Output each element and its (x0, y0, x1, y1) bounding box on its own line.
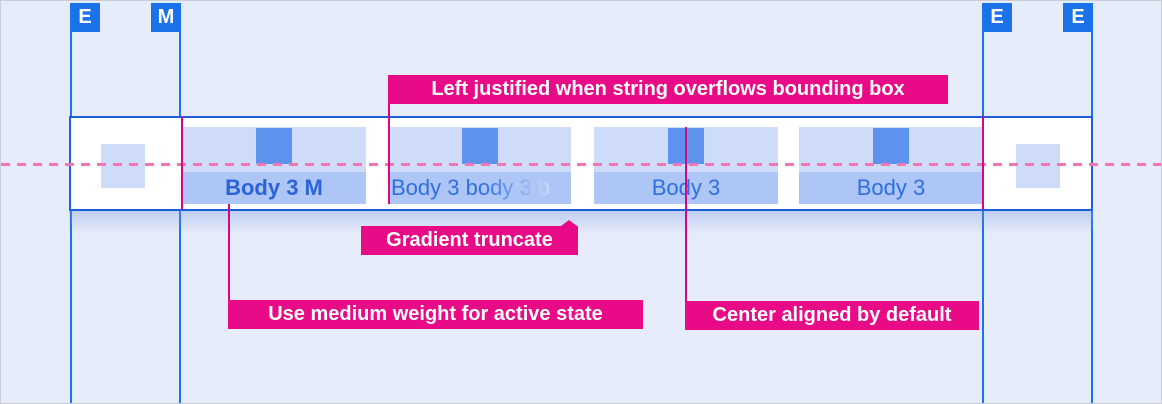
tab-icon-placeholder (256, 128, 292, 164)
caret-up-icon (561, 220, 577, 226)
left-edge-icon-placeholder (101, 144, 145, 188)
annotation-medium-weight: Use medium weight for active state (228, 300, 643, 329)
tab-icon-placeholder (461, 128, 498, 164)
annotation-text: Gradient truncate (386, 229, 553, 251)
marker-e-left: E (70, 3, 100, 32)
tab-label: Body 3 M (182, 172, 366, 204)
tab-right-edge-marker-line (982, 116, 984, 210)
tab-label: Body 3 (799, 172, 983, 204)
right-edge-icon-placeholder (1016, 144, 1060, 188)
guide-line-margin-left (179, 31, 181, 403)
marker-m-left: M (151, 3, 181, 32)
bar-drop-shadow (69, 211, 1093, 235)
tab-label-text: Body 3 (856, 175, 926, 200)
tab-label: Body 3 body 3 b (388, 172, 571, 204)
guide-line-margin-right (982, 31, 984, 403)
marker-e-right-inner: E (982, 3, 1012, 32)
guide-line-edge-right (1091, 31, 1093, 403)
baseline-dashed-line (1, 163, 1161, 166)
guide-line-edge-left (70, 31, 72, 403)
center-aligned-leader-line (685, 127, 687, 302)
tab-left-edge-marker-line (181, 116, 183, 210)
annotation-gradient-truncate: Gradient truncate (361, 220, 578, 255)
tab-icon-placeholder (873, 128, 909, 164)
medium-weight-leader-line (228, 204, 230, 300)
left-justified-leader-line (388, 104, 390, 204)
tab-item-truncated[interactable]: Body 3 body 3 b (388, 127, 571, 204)
marker-e-right-outer: E (1063, 3, 1093, 32)
annotation-left-justified: Left justified when string overflows bou… (388, 75, 948, 104)
tab-label-text: Body 3 body 3 b (388, 172, 571, 203)
annotation-center-aligned: Center aligned by default (685, 301, 979, 330)
tab-label-text: Body 3 M (225, 175, 323, 200)
